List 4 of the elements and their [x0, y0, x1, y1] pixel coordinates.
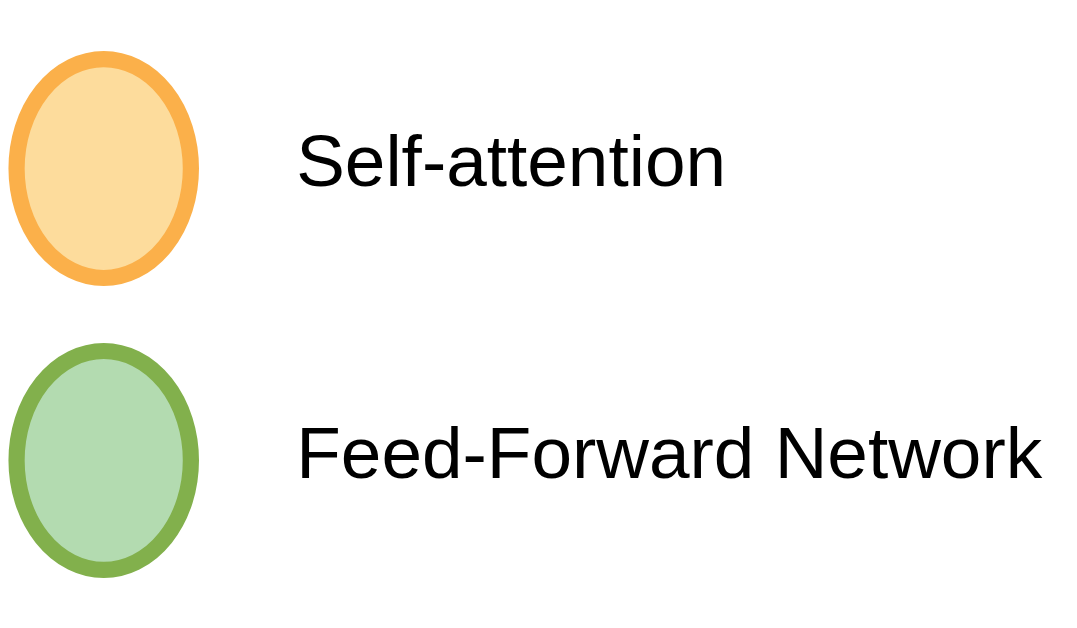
node-circle: [8, 342, 199, 578]
legend-label: Feed-Forward Network: [296, 411, 1043, 493]
node-circle: [8, 50, 199, 286]
legend-label: Self-attention: [296, 119, 727, 201]
